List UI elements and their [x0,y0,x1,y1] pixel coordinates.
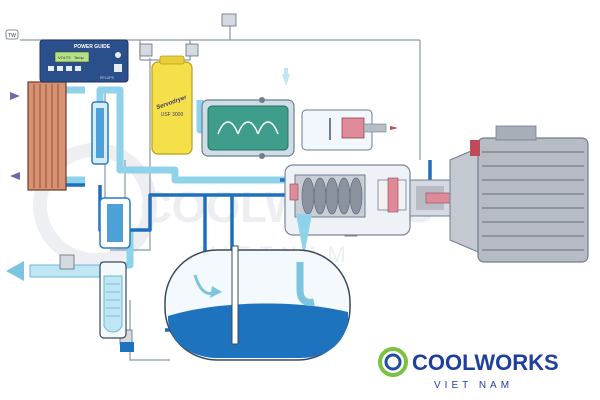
logo-ring-inner [384,353,402,371]
controller-key-1[interactable] [48,66,54,71]
tw-sensor: TW [5,29,19,40]
controller-brand: POWER GUIDE [74,44,111,50]
aftercooler [201,97,295,159]
controller-display [54,51,90,63]
discharge-flow [296,214,312,256]
intake-arrow [282,74,290,86]
air-pipe-top [96,86,285,184]
electric-motor [449,125,589,263]
servodryer: Servodryer USF 3000 [151,55,193,155]
oil-filter [99,197,131,249]
logo-main: COOLWORKS [412,350,559,375]
oil-air-cooler [10,81,67,191]
logo-sub: VIET NAM [434,380,513,391]
coolworks-logo: COOLWORKS VIET NAM [378,347,559,391]
intake-valve [282,68,398,151]
inlet-arrow-head [6,261,24,281]
controller-line1: VOLTS [58,55,71,60]
controller-key-4[interactable] [75,66,81,71]
tank-oil-level [168,303,348,358]
cooler-arrow-in [10,92,20,100]
solenoid-valve-1 [221,13,237,27]
dryer-label-line2: USF 3000 [161,112,184,118]
tw-label: TW [8,33,16,39]
controller-key-3[interactable] [66,66,72,71]
separator-tank [164,245,351,361]
cooler-arrow-out [10,172,20,180]
logo-ring-outer [378,347,408,377]
controller-panel: POWER GUIDE VOLTS Temp RFLOPS [39,39,129,83]
inline-filter [91,101,109,165]
controller-key-2[interactable] [57,66,63,71]
controller-start-button[interactable] [114,64,122,72]
controller-indicator [115,52,121,58]
inlet-valve [59,254,75,270]
water-separator [99,261,134,352]
coupling [409,179,451,217]
solenoid-valve-3 [185,43,199,57]
controller-line2: Temp [74,55,85,60]
controller-model: RFLOPS [100,76,115,80]
solenoid-valve-2 [139,43,153,57]
screw-compressor [284,164,411,256]
